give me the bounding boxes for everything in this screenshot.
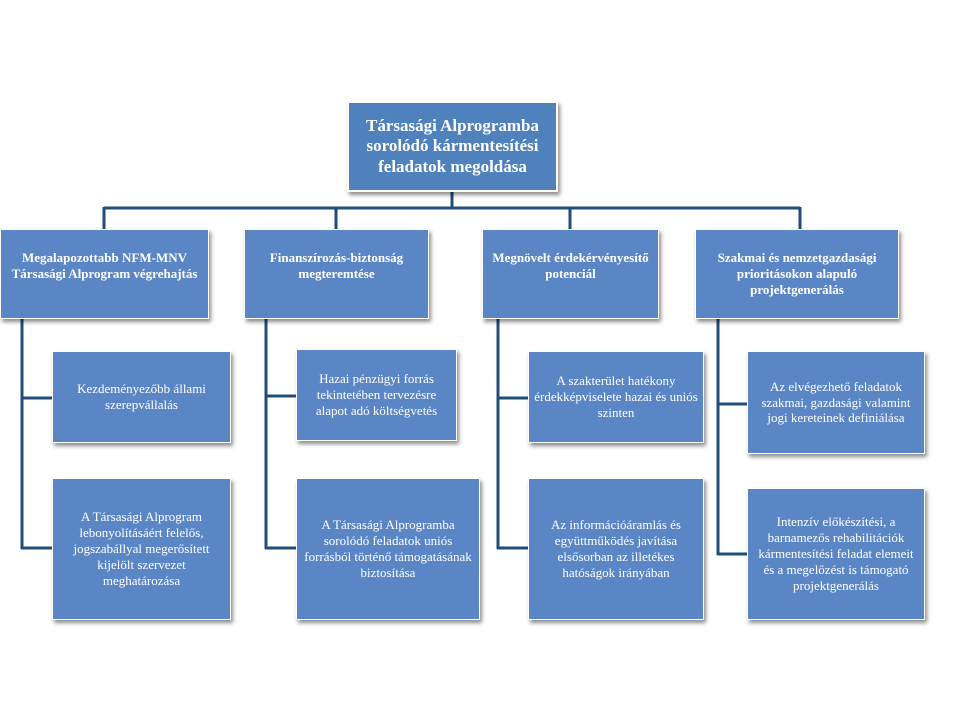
branch-2-child-2-label: A Társasági Alprogramba sorolódó feladat… [304,517,472,580]
branch-1-child-2: A Társasági Alprogram lebonyolításáért f… [52,478,231,620]
branch-node-3-label: Megnövelt érdekérvényesítő potenciál [492,250,649,281]
branch-2-child-1: Hazai pénzügyi forrás tekintetében terve… [296,349,457,441]
branch-3-child-1-label: A szakterület hatékony érdekképviselete … [534,373,698,420]
branch-node-1-label: Megalapozottabb NFM-MNV Társasági Alprog… [11,250,198,281]
branch-4-child-1-label: Az elvégezhető feladatok szakmai, gazdas… [761,378,911,426]
branch-1-child-1: Kezdeményezőbb állami szerepvállalás [52,351,231,443]
branch-node-3: Megnövelt érdekérvényesítő potenciál [482,229,659,319]
branch-node-2: Finanszírozás-biztonság megteremtése [244,229,429,319]
branch-3-child-1: A szakterület hatékony érdekképviselete … [528,351,704,443]
branch-4-child-2-label: Intenzív előkészítési, a barnamezős reha… [758,514,914,593]
branch-node-1: Megalapozottabb NFM-MNV Társasági Alprog… [0,229,209,319]
branch-4-child-2: Intenzív előkészítési, a barnamezős reha… [747,488,925,620]
branch-node-2-label: Finanszírozás-biztonság megteremtése [269,250,404,281]
branch-node-4-label: Szakmai és nemzetgazdasági prioritásokon… [717,250,877,297]
branch-1-child-1-label: Kezdeményezőbb állami szerepvállalás [77,381,206,412]
branch-node-4: Szakmai és nemzetgazdasági prioritásokon… [695,229,899,319]
branch-3-child-2-label: Az információáramlás és együttműködés ja… [551,517,681,580]
branch-3-child-2: Az információáramlás és együttműködés ja… [528,478,704,620]
branch-2-child-1-label: Hazai pénzügyi forrás tekintetében terve… [315,371,438,418]
branch-1-child-2-label: A Társasági Alprogram lebonyolításáért f… [73,509,210,588]
root-node: Társasági Alprogramba sorolódó kármentes… [347,101,558,192]
branch-2-child-2: A Társasági Alprogramba sorolódó feladat… [296,478,480,620]
root-node-label: Társasági Alprogramba sorolódó kármentes… [365,115,539,176]
branch-4-child-1: Az elvégezhető feladatok szakmai, gazdas… [747,351,925,454]
